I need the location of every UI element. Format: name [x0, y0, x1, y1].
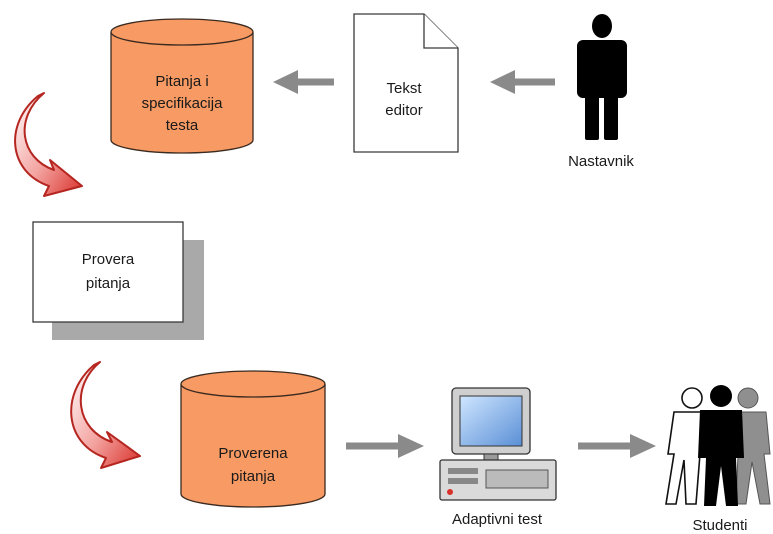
teacher-label: Nastavnik: [568, 153, 634, 170]
curved-arrow-icon: [14, 92, 83, 197]
computer-icon: [439, 387, 557, 501]
database-checked: Proverena pitanja: [180, 370, 326, 508]
arrow-teacher-to-editor: [490, 70, 555, 94]
cylinder-body: [180, 384, 326, 508]
document-fold: [423, 14, 458, 49]
database-checked-label-line1: Proverena: [218, 445, 288, 462]
database-questions-label-line2: specifikacija: [142, 95, 224, 112]
cylinder-top: [110, 18, 254, 46]
text-editor-label-line2: editor: [385, 102, 423, 119]
teacher-figure: Nastavnik: [568, 14, 634, 170]
arrow-editor-to-database: [273, 70, 334, 94]
cylinder-body: [110, 32, 254, 154]
database-questions: Pitanja i specifikacija testa: [110, 18, 254, 154]
computer-label: Adaptivni test: [452, 511, 543, 528]
check-questions-label-line1: Provera: [82, 251, 135, 268]
database-questions-label-line1: Pitanja i: [155, 73, 208, 90]
person-icon: [577, 14, 627, 140]
text-editor-document: Tekst editor: [353, 13, 459, 153]
database-questions-label-line3: testa: [166, 117, 199, 134]
check-questions-box: Provera pitanja: [32, 221, 204, 340]
curved-arrow-bottom: [70, 361, 141, 469]
curved-arrow-top: [14, 92, 83, 197]
cylinder-top: [180, 370, 326, 398]
arrow-computer-to-students: [578, 434, 656, 458]
students-label: Studenti: [692, 517, 747, 534]
arrow-database-to-computer: [346, 434, 424, 458]
text-editor-label-line1: Tekst: [386, 80, 422, 97]
check-questions-label-line2: pitanja: [86, 275, 131, 292]
curved-arrow-icon: [70, 361, 141, 469]
box-body: [32, 221, 184, 323]
computer-node: Adaptivni test: [439, 387, 557, 528]
database-checked-label-line2: pitanja: [231, 468, 276, 485]
students-group: Studenti: [665, 385, 771, 534]
person-black-icon: [698, 385, 744, 506]
